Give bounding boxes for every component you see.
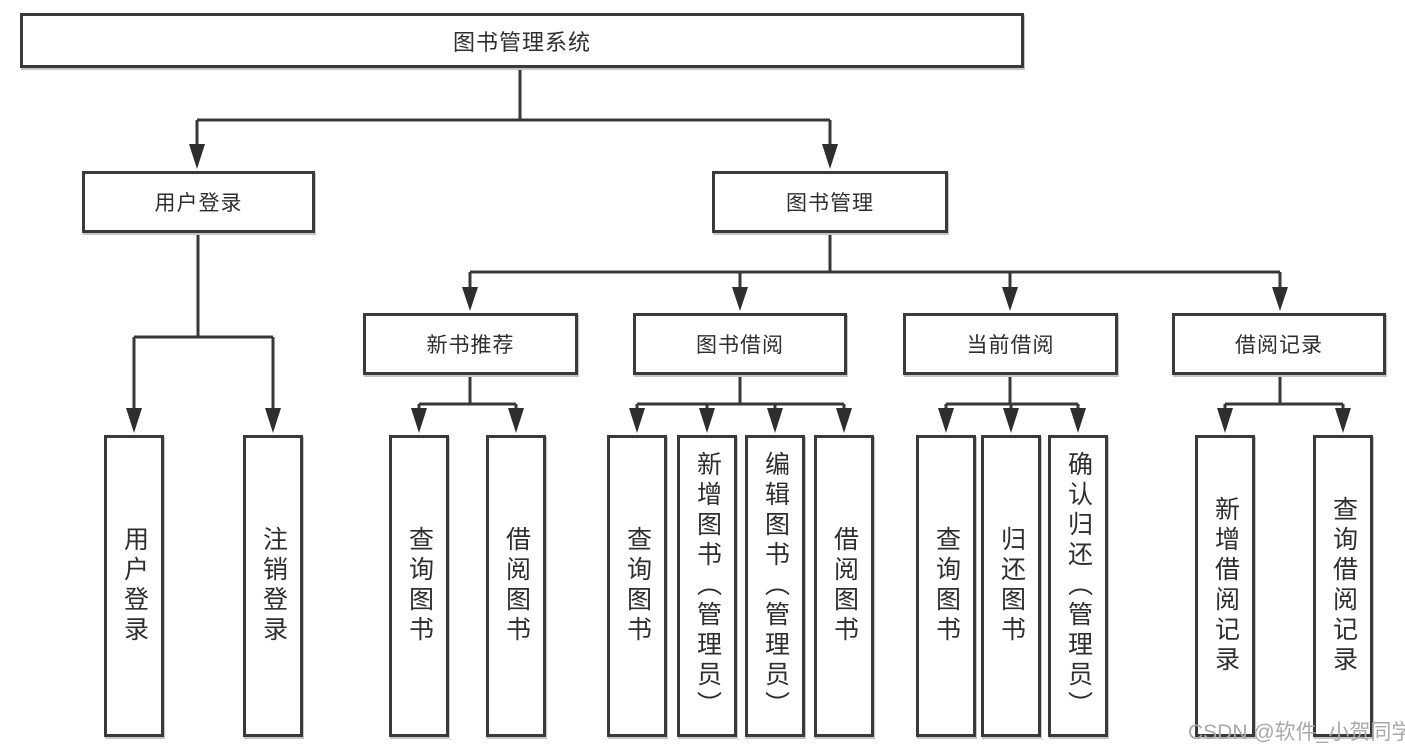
node-query-books-recommend: 查询图书 <box>389 435 449 737</box>
node-borrowing-records: 借阅记录 <box>1172 313 1386 375</box>
node-borrow-books-recommend: 借阅图书 <box>486 435 546 737</box>
node-book-management: 图书管理 <box>712 171 948 233</box>
node-query-books-current: 查询图书 <box>916 435 976 737</box>
node-query-borrow-record: 查询借阅记录 <box>1313 435 1373 737</box>
node-add-books-admin: 新增图书（管理员） <box>677 435 737 737</box>
node-return-books: 归还图书 <box>981 435 1041 737</box>
node-logout: 注销登录 <box>243 435 303 737</box>
node-user-login: 用户登录 <box>104 435 164 737</box>
watermark-text: CSDN @软件_小贺同学 <box>1188 721 1405 744</box>
node-user-login-group: 用户登录 <box>82 171 315 233</box>
node-edit-books-admin: 编辑图书（管理员） <box>745 435 805 737</box>
node-borrow-books-borrowing: 借阅图书 <box>814 435 874 737</box>
node-new-book-recommend: 新书推荐 <box>363 313 578 375</box>
node-library-management-system: 图书管理系统 <box>20 13 1024 68</box>
node-add-borrow-record: 新增借阅记录 <box>1195 435 1255 737</box>
arrowheads <box>126 144 1351 433</box>
node-current-borrowing: 当前借阅 <box>903 313 1118 375</box>
node-query-books-borrowing: 查询图书 <box>607 435 667 737</box>
node-confirm-return-admin: 确认归还（管理员） <box>1048 435 1108 737</box>
node-book-borrowing: 图书借阅 <box>633 313 847 375</box>
